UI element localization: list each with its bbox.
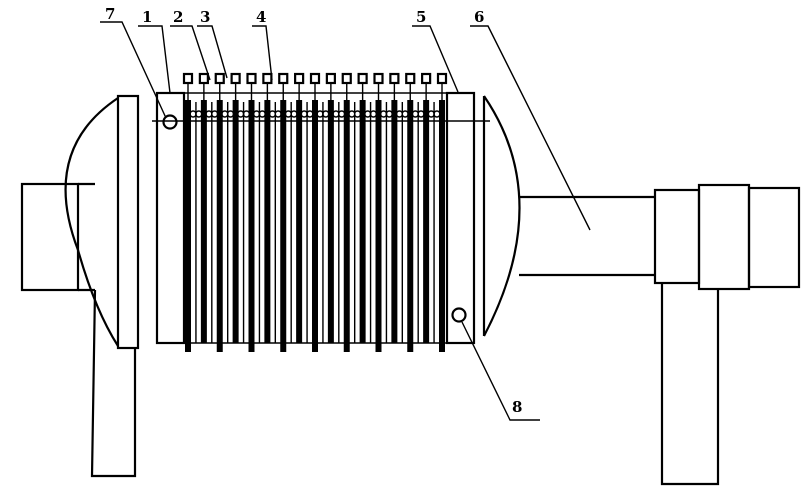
callout-8: 8 (512, 398, 522, 416)
filter-plate (264, 100, 271, 343)
callout-6: 6 (474, 8, 484, 26)
cylinder-end-cap (747, 186, 801, 289)
filter-plate (359, 100, 366, 343)
callout-1: 1 (142, 8, 152, 26)
plate-handle (341, 72, 352, 85)
left-end-assembly (20, 94, 140, 478)
left-block (20, 182, 80, 292)
filter-plate-stack (182, 72, 448, 352)
inlet-port (162, 114, 178, 130)
leader-lines (100, 21, 591, 421)
callout-labels: 7 1 2 3 4 5 6 8 (105, 5, 522, 416)
plate-handle (436, 72, 448, 85)
leader-line-8 (461, 321, 540, 421)
filter-plate (216, 100, 223, 352)
leader-line-4 (252, 25, 273, 81)
fixed-head-plate (155, 91, 186, 345)
hydraulic-cylinder (519, 195, 655, 277)
plate-handle (373, 72, 384, 85)
callout-7: 7 (105, 5, 115, 23)
plate-handle (262, 72, 273, 85)
left-end-head (64, 97, 119, 347)
callout-5: 5 (416, 8, 426, 26)
plate-handle (278, 72, 289, 85)
filter-plate (232, 100, 239, 343)
plate-handle (230, 72, 241, 85)
plate-handle (246, 72, 257, 85)
plate-handle (294, 72, 305, 85)
filter-plate (296, 100, 303, 343)
filter-plate (327, 100, 334, 343)
plate-handle (421, 72, 432, 85)
filter-plate (423, 100, 430, 343)
leader-line-5 (412, 25, 459, 93)
callout-2: 2 (173, 8, 183, 26)
callout-3: 3 (200, 8, 210, 26)
plate-handle (405, 72, 416, 85)
right-end-assembly (482, 95, 801, 486)
plate-handle (357, 72, 368, 85)
filter-plate (200, 100, 207, 343)
leader-line-6 (470, 25, 591, 231)
outlet-port (451, 307, 467, 323)
right-leg (660, 283, 720, 486)
filter-plate (439, 100, 445, 352)
left-flange (116, 94, 140, 350)
plate-handle (214, 72, 225, 85)
leader-line-2 (170, 25, 211, 81)
filter-plate (375, 100, 382, 352)
leader-line-3 (197, 25, 228, 79)
movable-head-plate (445, 91, 476, 345)
callout-4: 4 (256, 8, 266, 26)
filter-plate (185, 100, 191, 352)
plate-handle (182, 72, 194, 85)
plate-handle (389, 72, 400, 85)
plate-handle (325, 72, 336, 85)
filter-plate (391, 100, 398, 343)
filter-plate (280, 100, 287, 352)
right-end-head (483, 95, 521, 337)
left-block-joint (78, 182, 95, 292)
filter-plate (343, 100, 350, 352)
cylinder-block (697, 183, 751, 291)
leader-line-1 (138, 25, 171, 94)
cylinder-flange (653, 188, 701, 285)
plate-handle (198, 72, 209, 85)
filter-plate (248, 100, 255, 352)
leader-line-7 (100, 21, 167, 119)
plate-handle (309, 72, 321, 85)
filter-plate (312, 100, 318, 352)
left-leg (90, 289, 137, 478)
filter-plate (407, 100, 414, 352)
